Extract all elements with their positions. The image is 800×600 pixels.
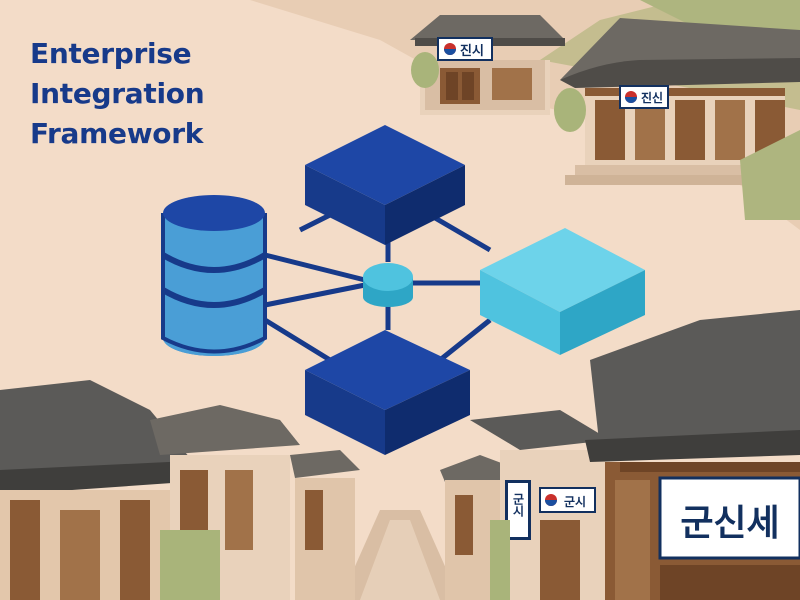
- house-top-right: 진신: [554, 18, 800, 220]
- network-diagram: [161, 125, 645, 455]
- connectors: [263, 212, 492, 363]
- cube-right: [480, 228, 645, 355]
- connector-db-hub-2: [264, 282, 366, 308]
- house-top-left: 진시: [410, 15, 565, 115]
- title-line-1: Enterprise: [30, 37, 192, 70]
- sign-street-small-text: 군시: [564, 495, 586, 509]
- connector-db-top: [298, 212, 332, 233]
- database-icon: [161, 195, 267, 356]
- connector-right-bottom: [438, 318, 492, 362]
- page-title: Enterprise Integration Framework: [30, 34, 205, 154]
- connector-top-right: [428, 212, 492, 253]
- connector-db-bottom: [263, 317, 332, 363]
- title-line-2: Integration: [30, 77, 205, 110]
- street: [340, 510, 460, 600]
- title-line-3: Framework: [30, 117, 204, 150]
- sign-top-right-text: 진신: [641, 90, 663, 105]
- hub-node: [363, 263, 413, 307]
- sign-vertical-text: 군시: [511, 493, 525, 518]
- sign-top-left-text: 진시: [460, 43, 484, 59]
- connector-db-hub: [264, 252, 366, 283]
- sign-street-large-text: 군신세: [680, 503, 779, 544]
- sign-street-large: [658, 476, 800, 560]
- cube-bottom: [305, 330, 470, 455]
- buildings-bottom-right: 군시 군시 군신세: [440, 310, 800, 600]
- buildings-bottom-left: [0, 380, 360, 600]
- cube-top: [305, 125, 465, 245]
